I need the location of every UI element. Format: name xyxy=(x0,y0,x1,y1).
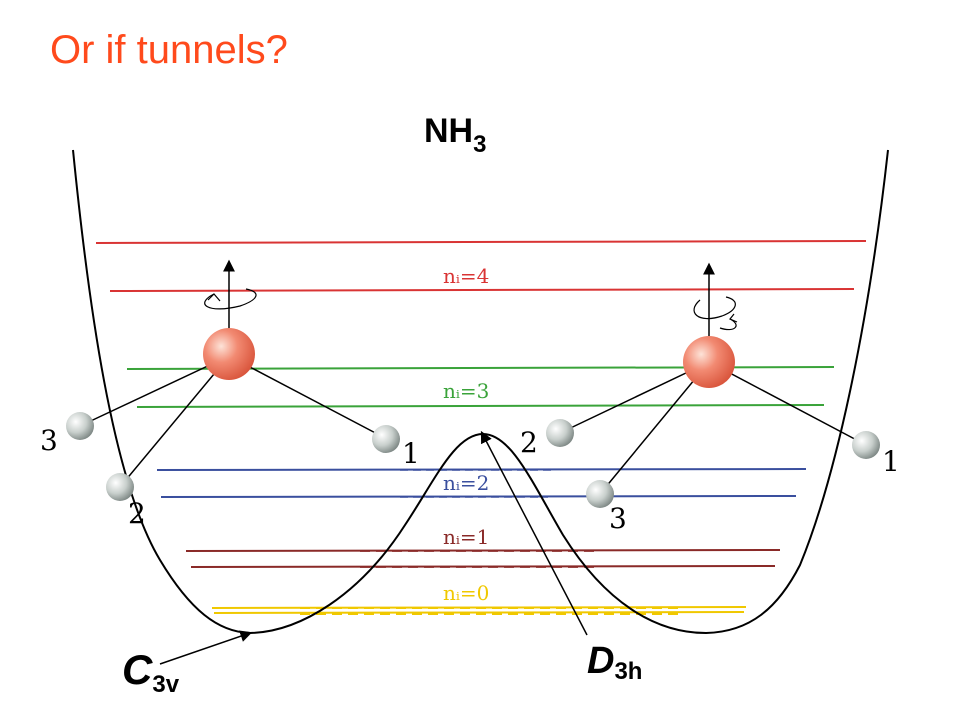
d3h-pointer-arrow xyxy=(480,430,588,636)
hydrogen-label: 2 xyxy=(520,426,538,459)
hydrogen-label: 3 xyxy=(609,502,627,535)
hydrogen-atom xyxy=(852,431,880,459)
level-4-lower-line xyxy=(109,288,855,292)
level-3-lower-line xyxy=(136,404,825,408)
level-0-lower-line xyxy=(213,611,745,614)
rotation-arrow-icon xyxy=(204,288,257,310)
level-1-upper-line xyxy=(185,549,781,552)
c3v-label: C3v xyxy=(122,646,180,698)
left-nh3-molecule: 3 1 2 xyxy=(40,259,420,530)
hydrogen-atom xyxy=(586,480,614,508)
hydrogen-atom xyxy=(106,473,134,501)
hydrogen-label: 2 xyxy=(128,497,146,530)
energy-levels: nᵢ=4 nᵢ=3 nᵢ=2 nᵢ=1 nᵢ=0 xyxy=(95,240,867,615)
c3v-pointer-arrow xyxy=(159,630,253,665)
level-4-upper-line xyxy=(95,240,867,244)
hydrogen-label: 1 xyxy=(882,445,900,478)
level-2-label: nᵢ=2 xyxy=(443,471,489,495)
hydrogen-atom xyxy=(546,419,574,447)
level-0-label: nᵢ=0 xyxy=(443,581,489,605)
nitrogen-atom xyxy=(203,328,255,380)
molecule-label: NH3 xyxy=(424,112,486,158)
hydrogen-label: 3 xyxy=(40,424,58,457)
slide-title: Or if tunnels? xyxy=(50,28,288,72)
level-1-label: nᵢ=1 xyxy=(443,525,489,549)
rotation-arrow-icon xyxy=(729,313,738,323)
hydrogen-label: 1 xyxy=(402,437,420,470)
nitrogen-atom xyxy=(683,336,735,388)
level-1-lower-line xyxy=(190,565,776,568)
hydrogen-atom xyxy=(372,425,400,453)
rotation-arrow-icon xyxy=(207,293,221,302)
right-nh3-molecule: 2 1 3 xyxy=(520,262,900,535)
hydrogen-atom xyxy=(66,412,94,440)
level-4-label: nᵢ=4 xyxy=(443,264,489,288)
level-3-label: nᵢ=3 xyxy=(443,379,489,403)
d3h-label: D3h xyxy=(587,640,642,685)
rotation-arrow-icon xyxy=(693,296,736,320)
